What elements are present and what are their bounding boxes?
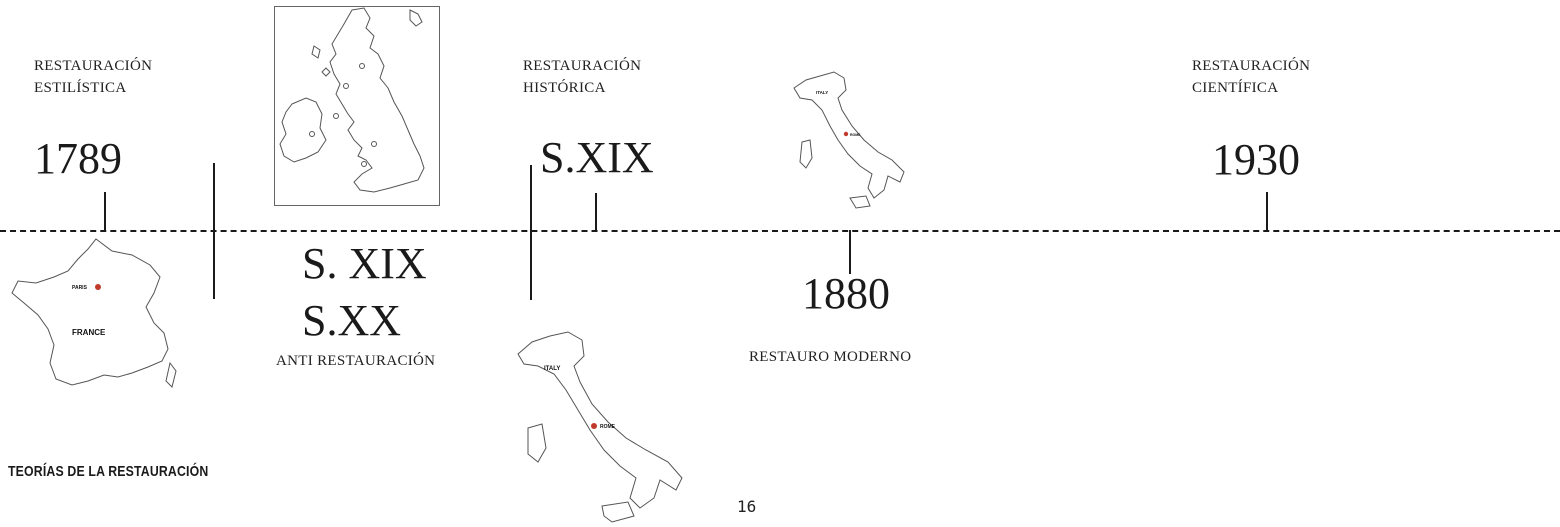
rome-marker-small — [843, 131, 849, 137]
italy-map-small: ITALY ROME — [793, 71, 905, 209]
page-number: 16 — [737, 497, 757, 516]
france-map: PARIS FRANCE — [11, 238, 177, 388]
label-estilistica-line2: ESTILÍSTICA — [34, 80, 127, 96]
tick-1789 — [104, 192, 106, 230]
label-cientifica-line1: RESTAURACIÓN — [1192, 58, 1311, 74]
paris-marker — [95, 284, 101, 290]
map-city-rome-large: ROME — [600, 424, 616, 430]
label-cientifica: RESTAURACIÓN CIENTÍFICA — [1192, 55, 1310, 99]
label-historica-line2: HISTÓRICA — [523, 80, 606, 96]
label-cientifica-line2: CIENTÍFICA — [1192, 80, 1279, 96]
year-sxix: S.XIX — [540, 133, 654, 182]
divider-line-left — [213, 163, 215, 299]
map-country-france: FRANCE — [72, 328, 106, 337]
years-anti-line1: S. XIX — [302, 239, 427, 288]
label-restauro-moderno: RESTAURO MODERNO — [749, 349, 912, 365]
italy-map-large: ITALY ROME — [517, 331, 683, 523]
year-1930: 1930 — [1212, 135, 1300, 184]
tick-1880 — [849, 230, 851, 274]
year-1880: 1880 — [802, 269, 890, 318]
timeline-axis — [0, 230, 1560, 232]
year-1789: 1789 — [34, 134, 122, 183]
label-estilistica: RESTAURACIÓN ESTILÍSTICA — [34, 55, 152, 99]
map-city-paris: PARIS — [72, 285, 88, 291]
divider-line-center — [530, 165, 532, 300]
tick-1930 — [1266, 192, 1268, 230]
years-anti-line2: S.XX — [302, 296, 402, 345]
label-anti-restauracion: ANTI RESTAURACIÓN — [276, 353, 436, 369]
map-country-italy-large: ITALY — [544, 366, 560, 372]
label-historica-line1: RESTAURACIÓN — [523, 58, 642, 74]
label-estilistica-line1: RESTAURACIÓN — [34, 58, 153, 74]
british-isles-map — [274, 6, 440, 206]
label-historica: RESTAURACIÓN HISTÓRICA — [523, 55, 641, 99]
tick-sxix — [595, 193, 597, 230]
rome-marker-large — [591, 423, 597, 429]
map-country-italy-small: ITALY — [816, 90, 828, 95]
section-heading: TEORÍAS DE LA RESTAURACIÓN — [8, 463, 209, 480]
map-city-rome-small: ROME — [850, 133, 861, 137]
